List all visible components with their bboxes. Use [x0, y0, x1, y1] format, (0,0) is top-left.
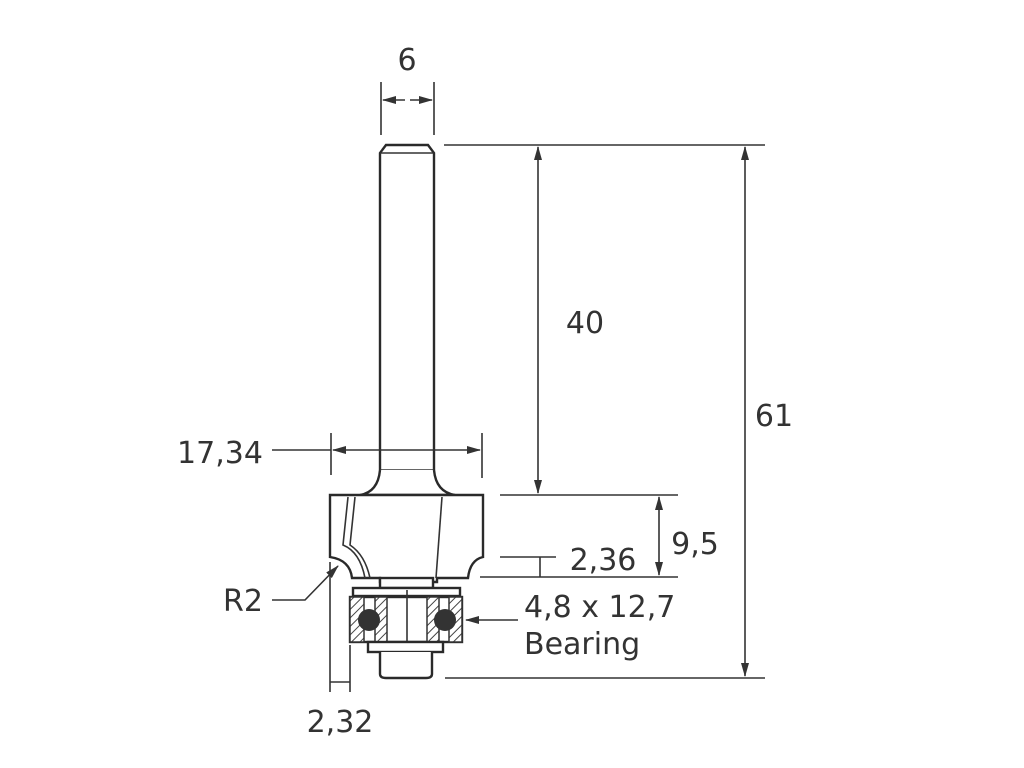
dim-label: 6 [397, 43, 416, 78]
hub [378, 576, 435, 590]
bearing-ball [434, 609, 456, 631]
dim-shank-diameter: 6 [380, 43, 435, 135]
dim-radius: R2 [223, 565, 339, 619]
shank [378, 143, 436, 470]
bearing-label: Bearing [524, 627, 640, 662]
dim-label: 40 [566, 306, 604, 341]
dim-cutting-height: 9,5 [655, 496, 719, 576]
dim-overall-length: 61 [741, 146, 793, 677]
dim-shank-length: 40 [534, 146, 604, 494]
dim-label: 61 [755, 399, 793, 434]
dim-offset: 2,32 [307, 562, 374, 740]
lower-washer [366, 640, 445, 654]
router-bit [328, 143, 485, 680]
dim-label: 17,34 [177, 436, 263, 471]
bearing [348, 590, 464, 652]
bearing-ball [358, 609, 380, 631]
cutter-body [328, 493, 485, 584]
dim-label: 2,32 [307, 705, 374, 740]
dim-label: 9,5 [671, 527, 719, 562]
dim-label: 2,36 [570, 543, 637, 578]
dim-cutting-diameter: 17,34 [177, 433, 483, 478]
bearing-callout: 4,8 x 12,7 Bearing [465, 590, 675, 662]
shank-fillet [359, 469, 456, 497]
screw [378, 652, 434, 680]
bearing-size: 4,8 x 12,7 [524, 590, 675, 625]
dim-step-height: 2,36 [539, 543, 637, 578]
dim-label: R2 [223, 584, 263, 619]
